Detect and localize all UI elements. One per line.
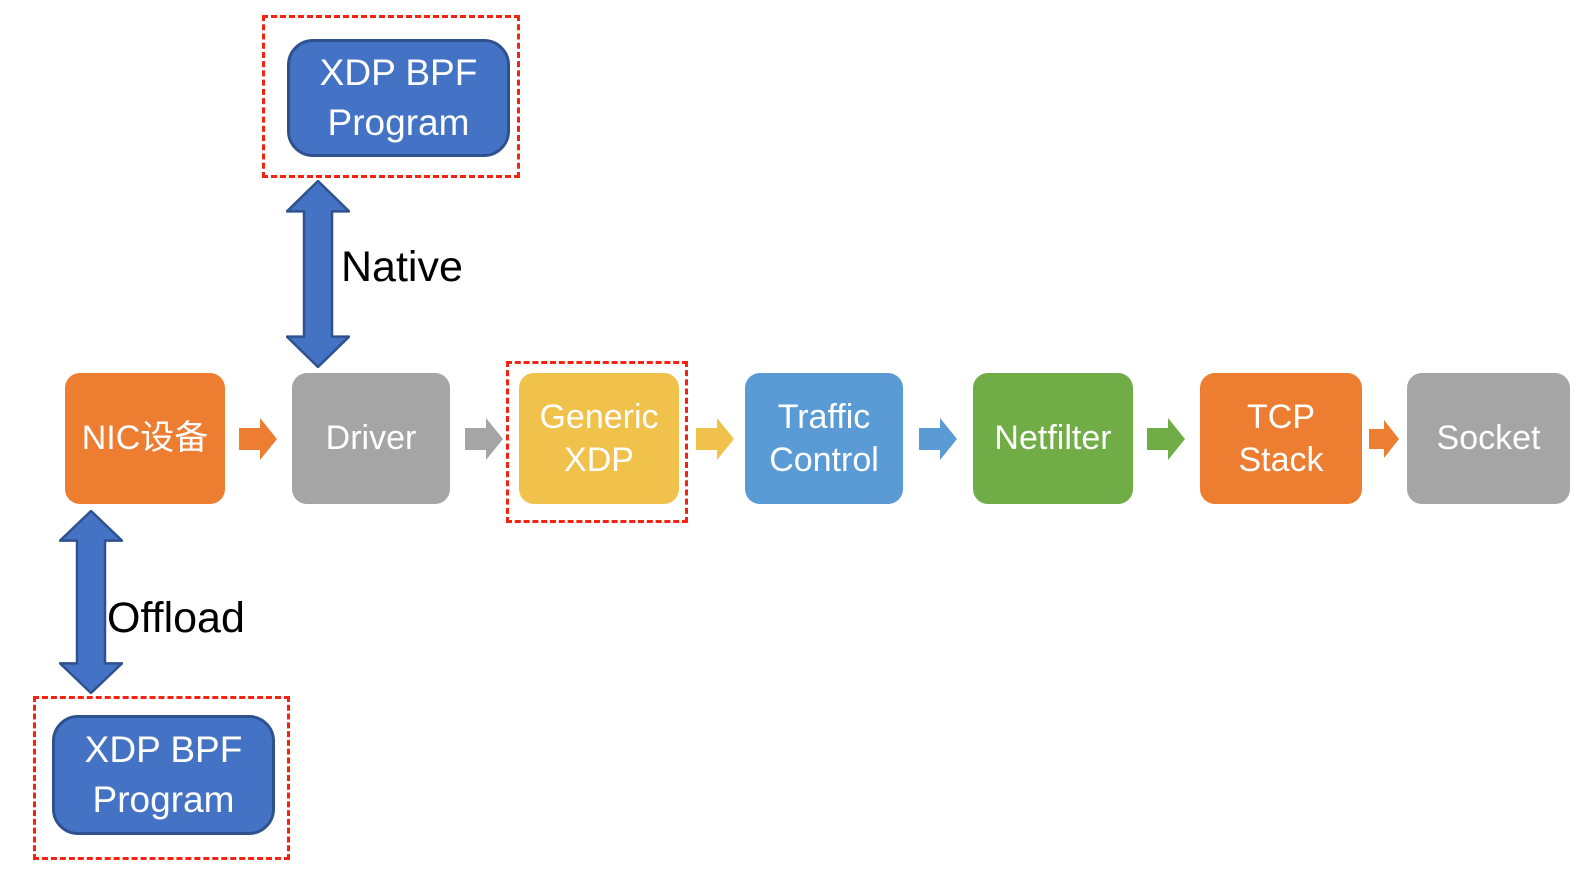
program-label-line2: Program (327, 102, 470, 143)
offload-program-highlight-box (33, 696, 290, 860)
node-label: Driver (325, 419, 417, 457)
node-label: NIC设备 (81, 419, 209, 457)
program-label-line1: XDP BPF (84, 729, 243, 770)
arrow-shaft (919, 428, 940, 450)
flow-arrow-generic-xdp-to-traffic-control (696, 418, 734, 460)
offload-mode-label: Offload (107, 594, 245, 642)
native-double-arrow-shape (286, 180, 350, 368)
node-label: Stack (1238, 440, 1324, 479)
arrow-head (940, 418, 957, 460)
node-label: Netfilter (994, 419, 1112, 457)
arrow-head (1384, 420, 1399, 458)
arrow-head (486, 418, 503, 460)
program-label-line2: Program (92, 779, 235, 820)
flow-node-nic-device: NIC设备 (65, 373, 225, 504)
node-label: Control (769, 440, 879, 479)
arrow-shaft (239, 428, 260, 450)
native-xdp-bpf-program-node: XDP BPF Program (287, 39, 510, 157)
arrow-head (1168, 418, 1185, 460)
node-label: Traffic (777, 397, 871, 436)
flow-node-tcp-stack: TCP Stack (1200, 373, 1362, 504)
offload-double-arrow (59, 510, 123, 694)
generic-xdp-highlight-box (506, 361, 688, 523)
offload-double-arrow-shape (59, 510, 123, 694)
native-program-highlight-box (262, 15, 520, 178)
arrow-head (717, 418, 734, 460)
arrow-shaft (696, 428, 717, 450)
flow-node-netfilter: Netfilter (973, 373, 1133, 504)
node-label: Generic (539, 397, 659, 436)
flow-node-socket: Socket (1407, 373, 1570, 504)
program-label-line1: XDP BPF (319, 52, 478, 93)
flow-node-driver: Driver (292, 373, 450, 504)
arrow-shaft (1147, 428, 1168, 450)
flow-arrow-driver-to-generic-xdp (465, 418, 503, 460)
arrow-shaft (1369, 429, 1384, 449)
arrow-head (260, 418, 277, 460)
flow-arrow-netfilter-to-tcp-stack (1147, 418, 1185, 460)
arrow-shaft (465, 428, 486, 450)
flow-node-generic-xdp: Generic XDP (519, 373, 679, 504)
offload-xdp-bpf-program-node: XDP BPF Program (52, 715, 275, 835)
flow-arrow-tcp-stack-to-socket (1369, 420, 1399, 458)
native-mode-label: Native (341, 243, 463, 291)
flow-node-traffic-control: Traffic Control (745, 373, 903, 504)
node-label: XDP (564, 440, 634, 479)
flow-arrow-traffic-control-to-netfilter (919, 418, 957, 460)
native-double-arrow (286, 180, 350, 368)
node-label: TCP (1247, 397, 1315, 436)
node-label: Socket (1436, 419, 1541, 457)
flow-arrow-nic-to-driver (239, 418, 277, 460)
